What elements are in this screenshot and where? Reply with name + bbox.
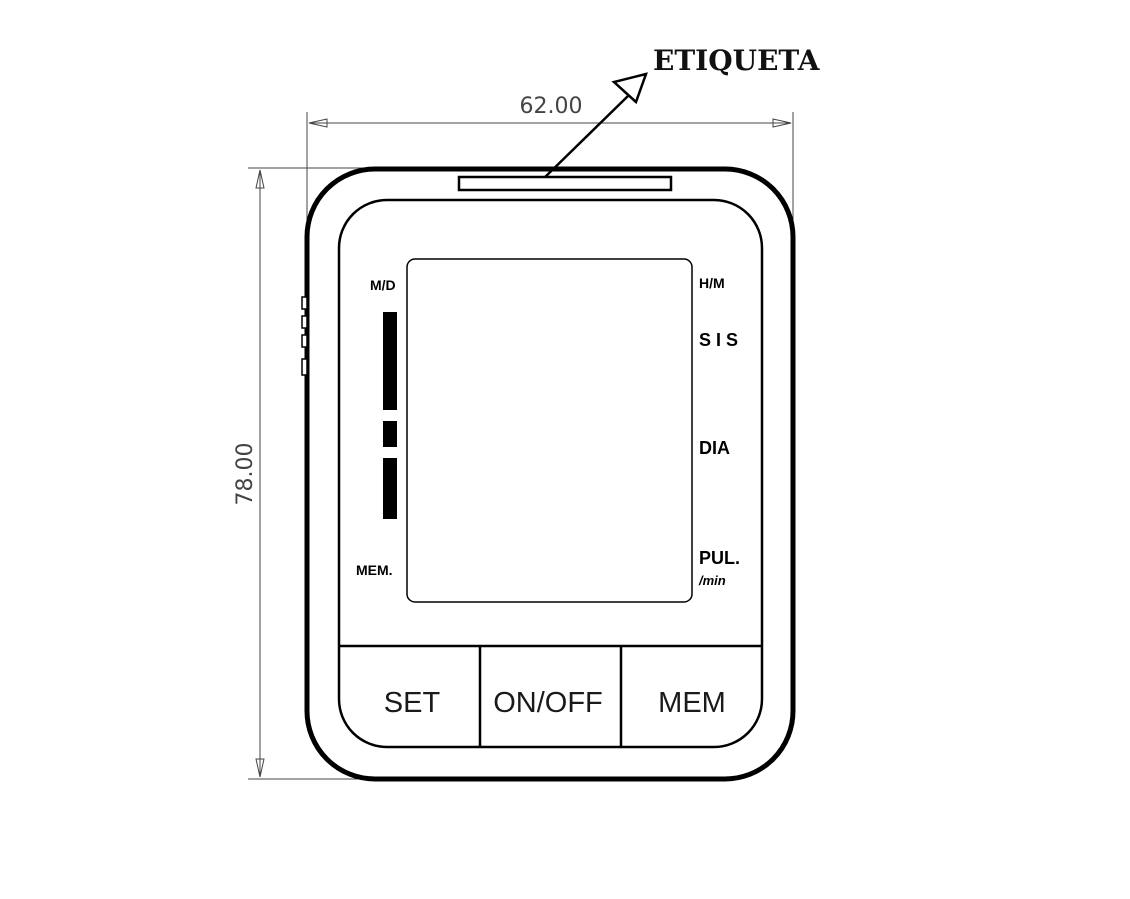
indicator-bar-1: [383, 312, 397, 410]
systolic-label: S I S: [699, 330, 738, 350]
mem-button[interactable]: MEM: [623, 648, 759, 744]
button-row: SET ON/OFF MEM: [339, 644, 762, 747]
indicator-bar-2: [383, 421, 397, 447]
memory-indicator-bars: [383, 312, 397, 519]
mem-button-label: MEM: [658, 687, 726, 719]
hour-minute-label: H/M: [699, 275, 725, 291]
month-day-label: M/D: [370, 277, 396, 293]
label-slot: [457, 175, 673, 192]
memory-label: MEM.: [356, 562, 393, 578]
callout: ETIQUETA: [539, 44, 821, 183]
indicator-bar-3: [383, 458, 397, 519]
callout-label: ETIQUETA: [653, 44, 821, 77]
set-button[interactable]: SET: [342, 648, 478, 744]
on-off-button[interactable]: ON/OFF: [482, 648, 619, 744]
on-off-button-label: ON/OFF: [493, 687, 603, 719]
device-body: [301, 166, 796, 782]
lcd-screen: [406, 258, 693, 603]
height-dimension-label: 78.00: [233, 443, 258, 506]
side-grip: [301, 296, 308, 376]
width-dimension-label: 62.00: [520, 94, 583, 119]
pulse-label: PUL.: [699, 548, 740, 568]
set-button-label: SET: [384, 687, 441, 719]
pulse-unit-label: /min: [698, 573, 726, 588]
diastolic-label: DIA: [699, 438, 730, 458]
height-dimension: 78.00: [233, 167, 400, 780]
width-dimension: 62.00: [306, 94, 794, 240]
